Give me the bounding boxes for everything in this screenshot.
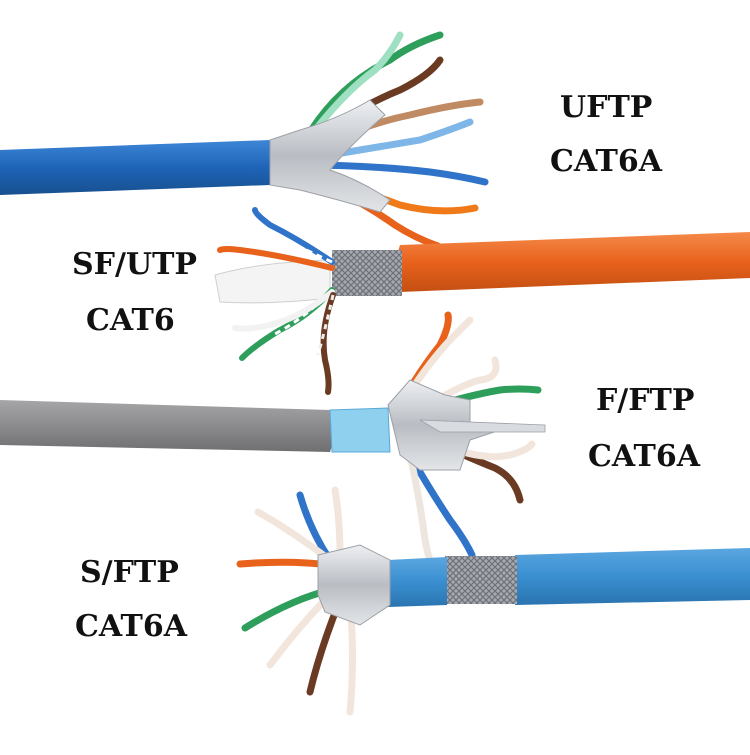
- wire: [236, 558, 334, 569]
- cable-fftp: [0, 311, 546, 564]
- wire: [274, 288, 334, 336]
- cable-2-type-label: SF/UTP: [72, 247, 197, 282]
- braid-shield: [332, 250, 402, 296]
- blue-tape: [329, 407, 391, 453]
- wire: [406, 451, 476, 559]
- cable-jacket: [0, 140, 274, 195]
- cable-sftp: [236, 486, 750, 716]
- cable-jacket: [396, 232, 750, 292]
- wire: [320, 292, 336, 395]
- wire: [252, 207, 335, 265]
- wire: [406, 451, 434, 564]
- cable-2-category-label: CAT6: [86, 303, 175, 338]
- wire: [264, 228, 333, 264]
- wire: [232, 289, 335, 332]
- cable-sfutp: [214, 207, 750, 395]
- cable-3-category-label: CAT6A: [588, 439, 700, 474]
- cable-jacket: [515, 548, 750, 605]
- foil-shield: [419, 419, 546, 433]
- cable-1-category-label: CAT6A: [550, 144, 662, 179]
- wire: [331, 486, 344, 559]
- braid-shield: [445, 556, 517, 604]
- cable-3-type-label: F/FTP: [596, 383, 695, 418]
- wire: [316, 294, 335, 356]
- cable-jacket: [0, 400, 334, 452]
- foil-shield: [317, 544, 391, 626]
- cable-4-category-label: CAT6A: [75, 609, 187, 644]
- cable-1-type-label: UFTP: [560, 90, 653, 125]
- foil-shield: [269, 99, 391, 213]
- wire: [401, 316, 474, 404]
- cable-jacket: [385, 557, 447, 607]
- cable-4-type-label: S/FTP: [80, 555, 179, 590]
- cable-uftp: [0, 31, 489, 250]
- wire: [217, 246, 335, 271]
